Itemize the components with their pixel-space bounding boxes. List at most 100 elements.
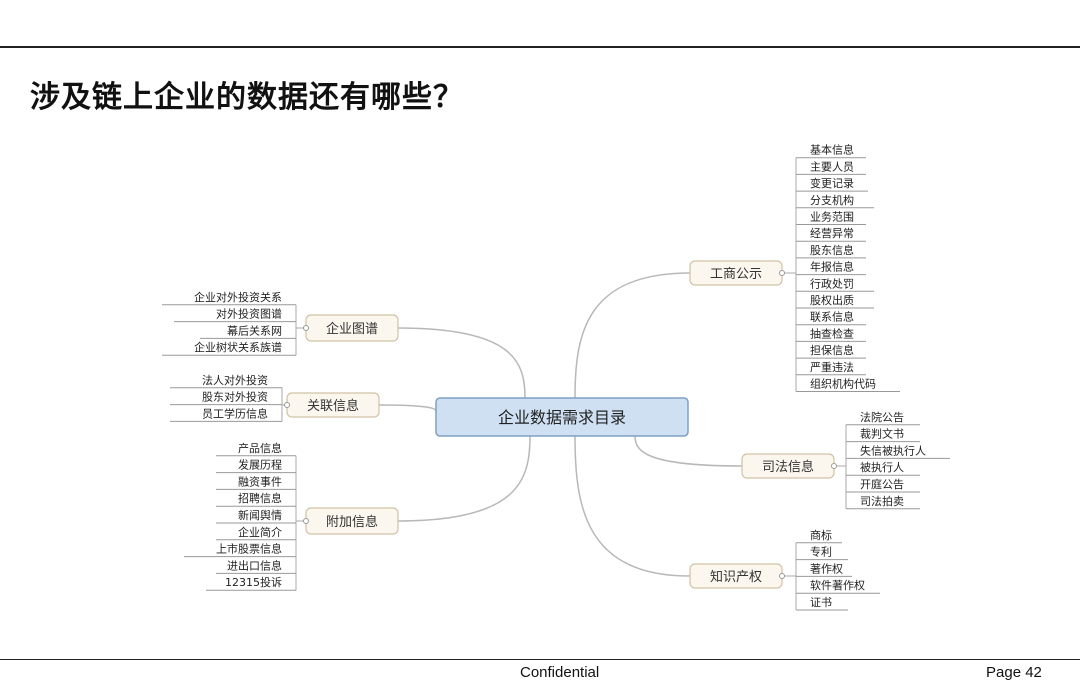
leaf-label: 著作权 [810,561,843,575]
leaf-label: 失信被执行人 [860,443,926,457]
leaf-label: 股东信息 [810,243,854,257]
leaf-item: 股权出质 [796,293,874,309]
leaf-item: 年报信息 [796,260,866,276]
branch-link [574,272,691,399]
leaf-label: 司法拍卖 [860,494,904,508]
leaf-label: 年报信息 [810,260,854,274]
branch-link [634,435,743,467]
leaf-label: 变更记录 [810,176,854,190]
leaf-label: 股东对外投资 [202,390,268,404]
leaf-label: 专利 [810,545,832,559]
leaf-label: 融资事件 [238,475,282,488]
leaf-label: 软件著作权 [810,578,865,592]
leaf-label: 分支机构 [810,193,854,207]
branch-connector [284,402,290,408]
leaf-item: 裁判文书 [846,427,920,443]
leaf-label: 证书 [810,596,832,609]
leaf-item: 开庭公告 [846,477,920,493]
footer-rule [0,659,1080,660]
branch-link [397,327,526,399]
leaf-item: 12315投诉 [206,575,296,591]
leaf-label: 员工学历信息 [202,406,268,420]
branch-link [574,435,691,577]
leaf-item: 股东信息 [796,243,866,259]
leaf-label: 被执行人 [860,460,904,474]
branch-connector [831,463,837,469]
leaf-label: 企业对外投资关系 [194,290,282,304]
leaf-item: 严重违法 [796,360,866,376]
leaf-item: 进出口信息 [216,558,296,574]
leaf-label: 法人对外投资 [202,373,268,387]
branch-1: 工商公示基本信息主要人员变更记录分支机构业务范围经营异常股东信息年报信息行政处罚… [689,143,900,392]
leaf-item: 幕后关系网 [200,323,296,339]
center-node-box [435,397,689,437]
leaf-item: 发展历程 [216,458,296,474]
leaf-item: 行政处罚 [796,276,874,292]
center-node: 企业数据需求目录 [435,397,689,437]
branch-label: 企业图谱 [326,321,378,337]
leaf-label: 12315投诉 [225,575,282,589]
leaf-label: 行政处罚 [810,276,854,290]
leaf-item: 基本信息 [796,143,866,159]
leaf-label: 新闻舆情 [238,508,282,522]
leaf-label: 基本信息 [810,143,854,157]
leaf-item: 被执行人 [846,460,920,476]
leaf-item: 著作权 [796,561,852,577]
header-rule [0,46,1080,48]
leaf-item: 企业树状关系族谱 [162,340,296,356]
leaf-item: 失信被执行人 [846,443,950,459]
leaf-label: 上市股票信息 [216,542,282,556]
mindmap-nodes: 企业数据需求目录工商公示基本信息主要人员变更记录分支机构业务范围经营异常股东信息… [162,143,950,611]
leaf-label: 进出口信息 [227,558,282,572]
branch-label: 工商公示 [710,267,762,282]
branch-connector [779,270,785,276]
leaf-item: 上市股票信息 [184,542,296,558]
leaf-item: 主要人员 [796,160,866,175]
leaf-label: 对外投资图谱 [216,307,282,321]
page-title: 涉及链上企业的数据还有哪些？ [30,80,464,115]
leaf-item: 法人对外投资 [170,373,282,389]
leaf-item: 招聘信息 [216,491,296,507]
leaf-label: 联系信息 [810,310,854,324]
leaf-item: 产品信息 [216,441,296,457]
leaf-label: 担保信息 [810,343,854,357]
leaf-item: 联系信息 [796,310,866,326]
leaf-item: 法院公告 [846,410,920,426]
mindmap-links [281,157,847,610]
branch-connector [779,573,785,579]
leaf-label: 抽查检查 [810,326,854,340]
leaf-label: 开庭公告 [860,477,904,491]
leaf-item: 新闻舆情 [216,508,296,524]
leaf-item: 证书 [796,596,848,611]
branch-label: 附加信息 [326,514,378,530]
leaf-label: 主要人员 [810,160,854,173]
leaf-label: 股权出质 [810,293,854,307]
leaf-label: 商标 [810,528,832,542]
leaf-item: 变更记录 [796,176,868,192]
leaf-item: 司法拍卖 [846,494,920,510]
leaf-label: 业务范围 [810,210,854,224]
leaf-item: 股东对外投资 [170,390,282,406]
branch-connector [303,518,309,524]
leaf-label: 严重违法 [810,360,854,374]
footer-page-number: Page 42 [986,664,1042,681]
leaf-item: 抽查检查 [796,326,866,342]
branch-label: 关联信息 [307,398,359,414]
leaf-item: 员工学历信息 [170,406,282,422]
branch-link [397,435,531,522]
leaf-item: 担保信息 [796,343,866,359]
leaf-item: 业务范围 [796,210,866,225]
leaf-label: 裁判文书 [860,427,904,441]
leaf-item: 企业简介 [216,525,296,541]
leaf-label: 企业树状关系族谱 [194,340,282,354]
leaf-label: 招聘信息 [238,491,282,505]
leaf-label: 法院公告 [860,410,904,424]
leaf-item: 商标 [796,528,842,544]
leaf-label: 幕后关系网 [227,323,282,337]
